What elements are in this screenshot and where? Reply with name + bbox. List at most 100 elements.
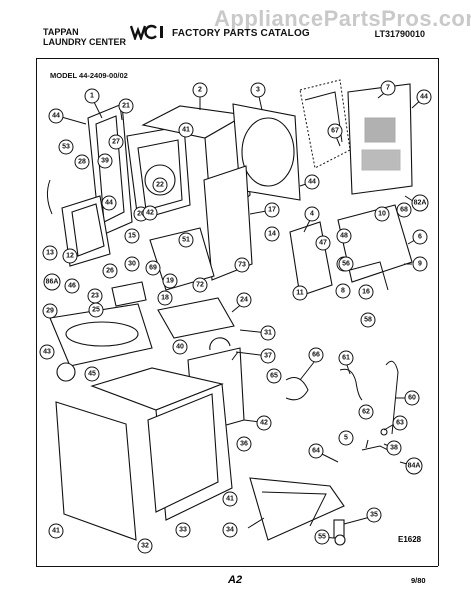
svg-text:84A: 84A bbox=[408, 463, 421, 470]
callout-65: 65 bbox=[266, 368, 282, 384]
callout-39: 39 bbox=[97, 153, 113, 169]
water-inlet-hose bbox=[339, 360, 399, 453]
callout-15: 15 bbox=[124, 228, 140, 244]
svg-text:41: 41 bbox=[52, 528, 60, 535]
callout-55: 55 bbox=[314, 529, 330, 545]
callout-62: 62 bbox=[358, 404, 374, 420]
svg-text:12: 12 bbox=[66, 253, 74, 260]
svg-text:36: 36 bbox=[240, 441, 248, 448]
svg-text:48: 48 bbox=[340, 233, 348, 240]
svg-text:53: 53 bbox=[62, 144, 70, 151]
callout-60: 60 bbox=[404, 390, 420, 406]
svg-text:14: 14 bbox=[268, 231, 276, 238]
svg-text:21: 21 bbox=[122, 103, 130, 110]
callout-17: 17 bbox=[264, 202, 280, 218]
rear-panel-lower bbox=[147, 393, 219, 513]
svg-text:43: 43 bbox=[43, 349, 51, 356]
svg-text:37: 37 bbox=[264, 353, 272, 360]
svg-text:19: 19 bbox=[166, 278, 174, 285]
callout-32: 32 bbox=[137, 538, 153, 554]
callout-29: 29 bbox=[42, 303, 58, 319]
brand-line-1: TAPPAN bbox=[43, 27, 79, 37]
timer-bracket bbox=[289, 204, 413, 297]
catalog-date: 9/80 bbox=[411, 576, 426, 585]
callout-44c: 44 bbox=[304, 174, 320, 190]
callout-45: 45 bbox=[84, 366, 100, 382]
svg-text:86A: 86A bbox=[46, 279, 59, 286]
svg-text:13: 13 bbox=[46, 250, 54, 257]
callout-16: 16 bbox=[358, 284, 374, 300]
callout-12: 12 bbox=[62, 248, 78, 264]
callout-72: 72 bbox=[192, 277, 208, 293]
svg-text:22: 22 bbox=[156, 182, 164, 189]
callout-1: 1 bbox=[84, 88, 100, 104]
brand-line-2: LAUNDRY CENTER bbox=[43, 37, 127, 47]
svg-text:42: 42 bbox=[146, 210, 154, 217]
svg-text:31: 31 bbox=[264, 330, 272, 337]
svg-text:18: 18 bbox=[161, 295, 169, 302]
svg-text:3: 3 bbox=[256, 87, 260, 94]
svg-text:26: 26 bbox=[106, 268, 114, 275]
svg-text:46: 46 bbox=[68, 283, 76, 290]
svg-text:56: 56 bbox=[342, 261, 350, 268]
frame-right-rule bbox=[438, 58, 439, 566]
svg-text:38: 38 bbox=[390, 445, 398, 452]
callout-9: 9 bbox=[412, 256, 428, 272]
svg-text:33: 33 bbox=[179, 527, 187, 534]
callout-61: 61 bbox=[338, 350, 354, 366]
callout-84A: 84A bbox=[405, 457, 423, 475]
side-panel bbox=[203, 165, 253, 281]
svg-text:44: 44 bbox=[105, 200, 113, 207]
door-frame-assembly bbox=[126, 125, 191, 221]
callout-22: 22 bbox=[152, 177, 168, 193]
callout-36: 36 bbox=[236, 436, 252, 452]
callout-23: 23 bbox=[87, 288, 103, 304]
callout-18: 18 bbox=[157, 290, 173, 306]
callout-64: 64 bbox=[308, 443, 324, 459]
callout-10: 10 bbox=[374, 206, 390, 222]
svg-text:2: 2 bbox=[198, 87, 202, 94]
svg-text:4: 4 bbox=[310, 211, 314, 218]
callout-69: 69 bbox=[145, 260, 161, 276]
svg-text:9: 9 bbox=[418, 261, 422, 268]
svg-text:15: 15 bbox=[128, 233, 136, 240]
duct-hood bbox=[299, 79, 351, 169]
svg-text:7: 7 bbox=[386, 85, 390, 92]
svg-text:27: 27 bbox=[112, 139, 120, 146]
callout-44b: 44 bbox=[101, 195, 117, 211]
svg-text:82A: 82A bbox=[414, 200, 427, 207]
svg-text:10: 10 bbox=[378, 211, 386, 218]
callout-67: 67 bbox=[327, 123, 343, 139]
svg-text:68: 68 bbox=[400, 207, 408, 214]
callout-38: 38 bbox=[386, 440, 402, 456]
callout-41b: 41 bbox=[222, 491, 238, 507]
svg-text:47: 47 bbox=[319, 240, 327, 247]
svg-text:41: 41 bbox=[182, 127, 190, 134]
callout-58: 58 bbox=[360, 312, 376, 328]
frame-bottom-rule bbox=[36, 566, 438, 567]
svg-text:28: 28 bbox=[78, 159, 86, 166]
svg-text:39: 39 bbox=[101, 158, 109, 165]
svg-text:51: 51 bbox=[182, 237, 190, 244]
frame-left-rule bbox=[36, 58, 37, 566]
svg-text:44: 44 bbox=[420, 94, 428, 101]
svg-text:67: 67 bbox=[331, 128, 339, 135]
svg-text:44: 44 bbox=[308, 179, 316, 186]
callout-25: 25 bbox=[88, 302, 104, 318]
svg-text:45: 45 bbox=[88, 371, 96, 378]
callout-37: 37 bbox=[260, 348, 276, 364]
svg-text:62: 62 bbox=[362, 409, 370, 416]
callout-27: 27 bbox=[108, 134, 124, 150]
callout-40: 40 bbox=[172, 339, 188, 355]
top-hinge bbox=[111, 281, 147, 307]
callout-2: 2 bbox=[192, 82, 208, 98]
svg-text:41: 41 bbox=[226, 496, 234, 503]
callout-48: 48 bbox=[336, 228, 352, 244]
svg-text:16: 16 bbox=[362, 289, 370, 296]
callout-44d: 44 bbox=[416, 89, 432, 105]
svg-text:6: 6 bbox=[418, 234, 422, 241]
svg-text:25: 25 bbox=[92, 307, 100, 314]
callout-53: 53 bbox=[58, 139, 74, 155]
callout-41c: 41 bbox=[48, 523, 64, 539]
